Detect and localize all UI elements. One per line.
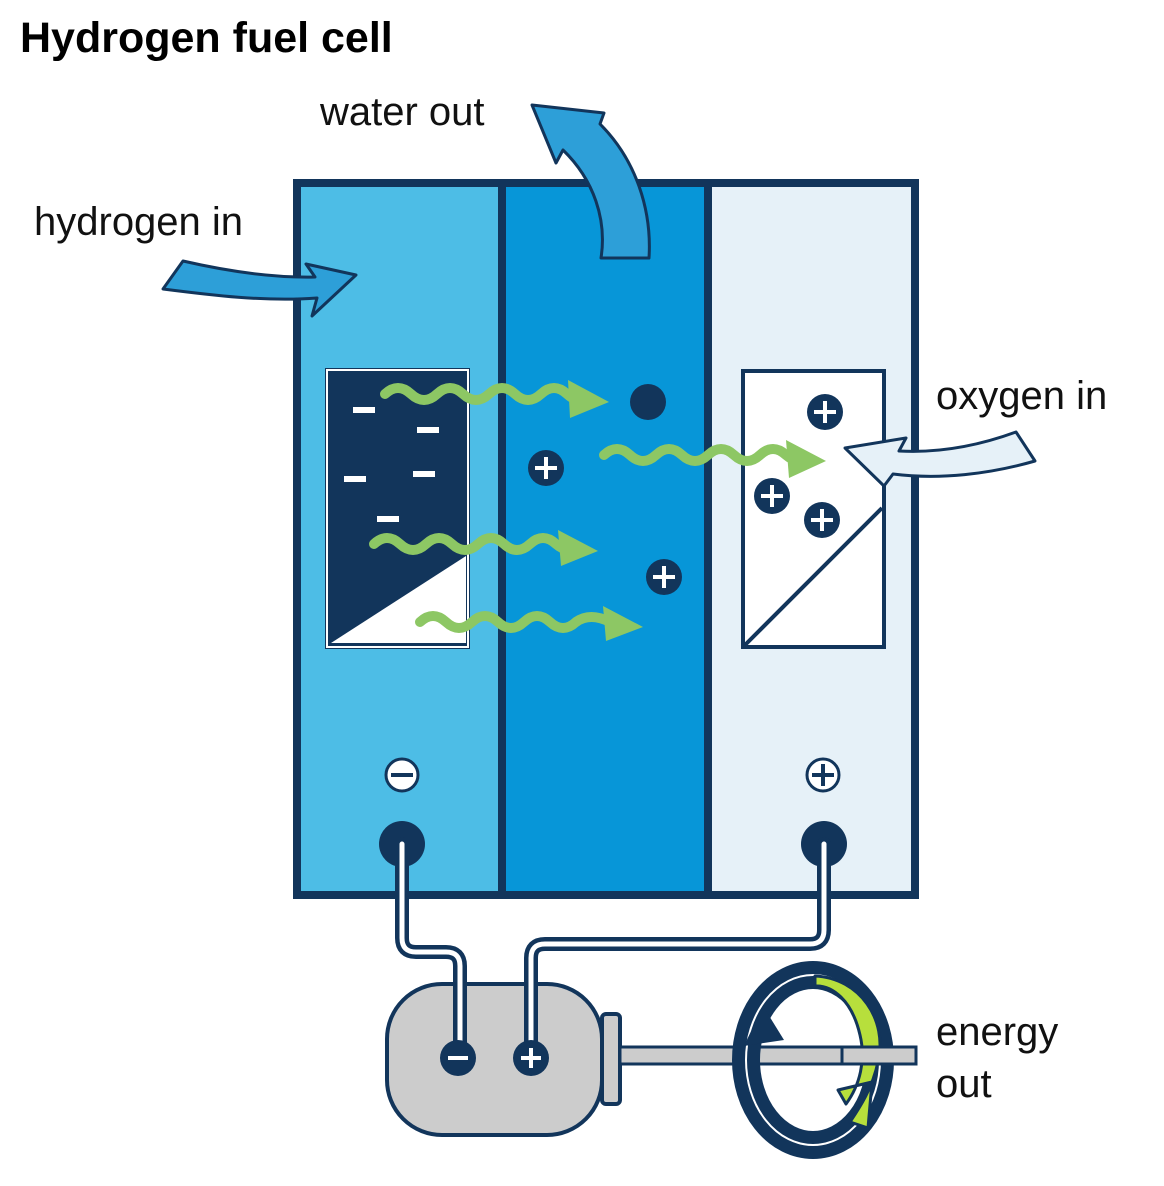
cathode-terminal-plus-symbol — [805, 757, 841, 793]
hydrogen-ion — [804, 502, 840, 538]
electron-dash — [344, 476, 366, 482]
page-title: Hydrogen fuel cell — [20, 14, 393, 62]
ion-dot — [630, 384, 666, 420]
hydrogen-ion — [807, 394, 843, 430]
cathode-panel-diagonal — [743, 506, 884, 647]
electron-dash — [413, 471, 435, 477]
hydrogen-in-label: hydrogen in — [34, 200, 244, 244]
electron-flow-arrowhead — [568, 380, 609, 418]
motor-end-cap — [600, 1012, 622, 1106]
electron-flow-arrowhead — [786, 440, 826, 478]
rotation-ring-arrowhead — [744, 1006, 784, 1046]
hydrogen-ion — [754, 478, 790, 514]
electron-dash — [377, 516, 399, 522]
energy-rotation-arrow — [813, 974, 882, 1130]
electron-flow-arrow — [369, 533, 573, 555]
hydrogen-ion — [528, 450, 564, 486]
electron-flow-arrow — [599, 444, 803, 466]
oxygen-in-label: oxygen in — [936, 374, 1108, 418]
oxygen-in-arrow — [843, 430, 1037, 488]
electron-dash — [417, 427, 439, 433]
water-out-label: water out — [320, 90, 485, 134]
motor-negative-terminal — [440, 1040, 476, 1076]
hydrogen-in-arrow — [161, 259, 358, 318]
electron-flow-arrow — [380, 383, 585, 406]
motor-positive-terminal — [513, 1040, 549, 1076]
electron-flow-arrowhead — [558, 530, 598, 566]
electron-dashes — [344, 407, 439, 522]
water-out-arrow — [530, 103, 651, 260]
anode-terminal-minus-symbol — [384, 757, 420, 793]
electron-dash — [353, 407, 375, 413]
hydrogen-ion — [646, 559, 682, 595]
electron-flow-arrow — [415, 611, 615, 633]
energy-out-label-line2: out — [936, 1062, 992, 1106]
motor-body — [385, 982, 604, 1137]
electron-flow-arrowhead — [603, 606, 643, 641]
energy-out-label-line1: energy — [936, 1010, 1059, 1054]
